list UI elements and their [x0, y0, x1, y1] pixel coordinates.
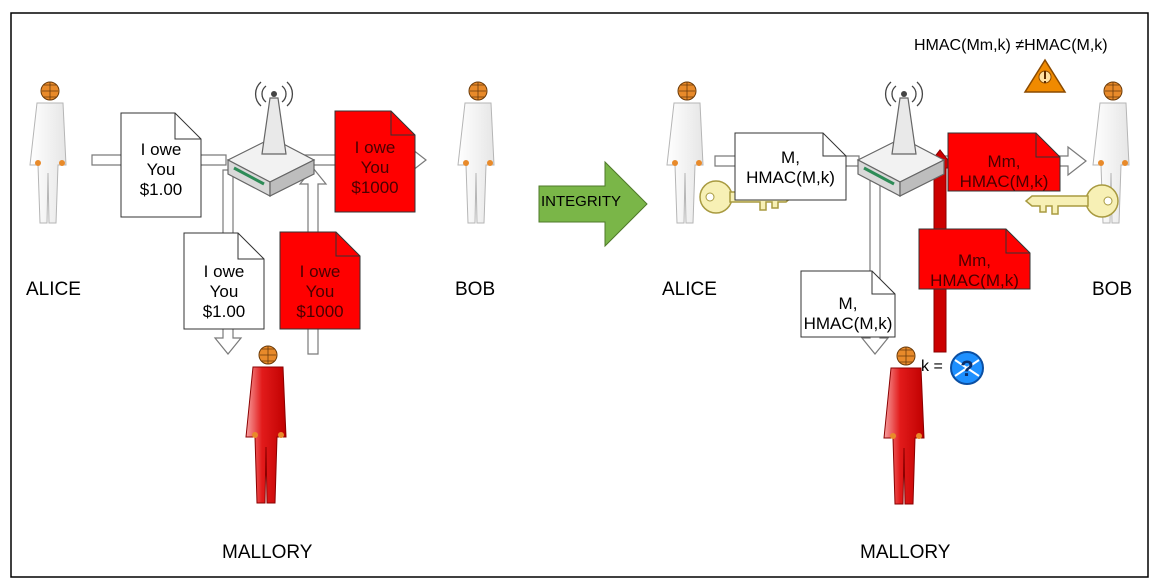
sent-document-text: M, HMAC(M,k) [735, 148, 846, 188]
bob-figure [458, 82, 494, 223]
alice-label: ALICE [662, 279, 717, 301]
bob-label: BOB [1092, 279, 1132, 301]
question-icon: ? [951, 352, 983, 384]
mallory-label: MALLORY [860, 542, 950, 564]
alice-figure [30, 82, 66, 223]
integrity-label: INTEGRITY [541, 193, 621, 210]
verification-text: HMAC(Mm,k) ≠HMAC(M,k) [914, 37, 1108, 55]
sent-document-text: I owe You $1.00 [121, 140, 201, 200]
alice-figure [667, 82, 703, 223]
delivered-document-text: Mm, HMAC(M,k) [948, 152, 1060, 192]
forged-document-text: Mm, HMAC(M,k) [919, 251, 1030, 291]
mallory-figure [884, 347, 924, 504]
warning-icon [1025, 60, 1065, 92]
delivered-document-text: I owe You $1000 [335, 138, 415, 198]
intercepted-document-text: I owe You $1.00 [184, 262, 264, 322]
forged-document-text: I owe You $1000 [280, 262, 360, 322]
router-icon [858, 82, 944, 196]
bob-label: BOB [455, 279, 495, 301]
router-icon [228, 82, 314, 196]
frame [11, 13, 1148, 577]
mallory-figure [246, 346, 286, 503]
alice-label: ALICE [26, 279, 81, 301]
svg-text:?: ? [960, 356, 973, 381]
key-question-label: k = [921, 358, 943, 376]
intercepted-document-text: M, HMAC(M,k) [801, 294, 895, 334]
mallory-label: MALLORY [222, 542, 312, 564]
